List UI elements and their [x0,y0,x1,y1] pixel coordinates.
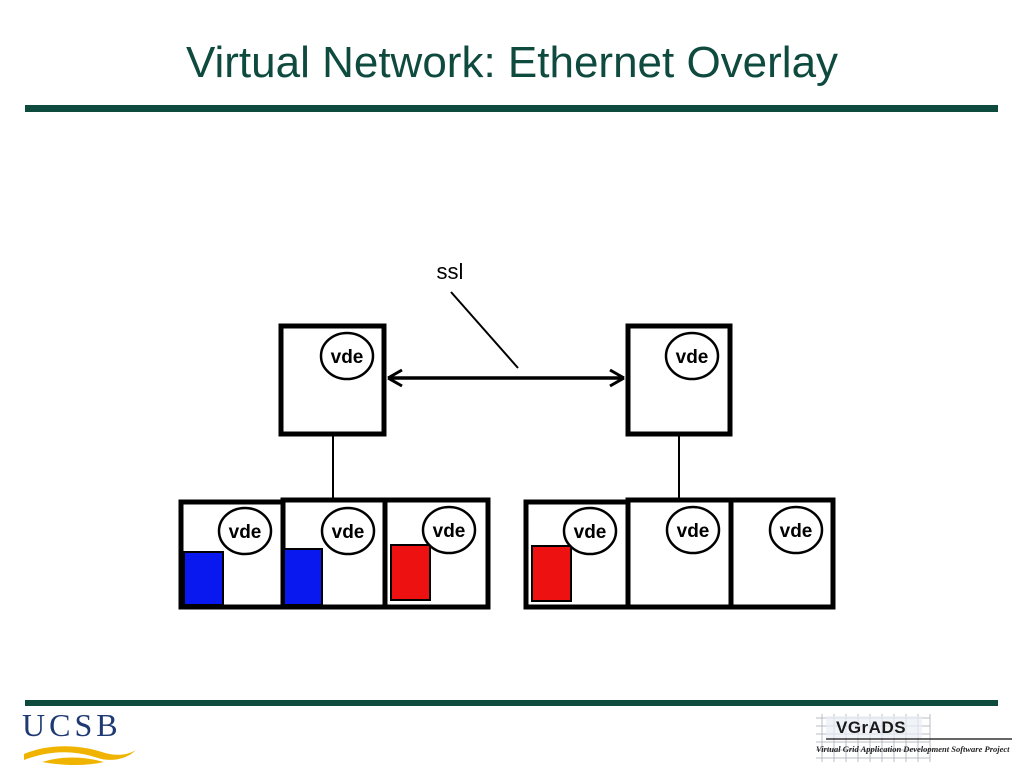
vde-node: vde [319,331,375,381]
slide-title: Virtual Network: Ethernet Overlay [185,38,839,87]
vde-node: vde [320,506,376,556]
vde-label: vde [676,347,709,368]
vde-label: vde [677,521,710,542]
red-vm-block [531,545,572,602]
title-divider [25,105,998,112]
vde-node: vde [217,506,273,556]
footer-divider [25,700,998,706]
vde-label: vde [332,522,365,543]
vde-label: vde [331,347,364,368]
vgrads-logo: VGrADS Virtual Grid Application Developm… [812,712,1018,764]
vgrads-tagline: Virtual Grid Application Development Sof… [816,744,1010,754]
vgrads-grid-icon [816,714,1012,762]
blue-vm-block [283,548,323,606]
ssl-pointer-line [450,291,519,369]
vde-node: vde [665,505,721,555]
blue-vm-block [183,551,224,606]
ucsb-logo: UCSB [22,708,142,766]
vde-node: vde [421,505,477,555]
vde-label: vde [780,521,813,542]
vde-label: vde [229,522,262,543]
ucsb-wave-icon [24,746,136,765]
ucsb-logo-text: UCSB [22,707,122,743]
vgrads-logo-text: VGrADS [836,718,907,737]
vde-node: vde [768,505,824,555]
ssl-label: ssl [437,259,464,284]
vde-node: vde [664,331,720,381]
vde-label: vde [574,522,607,543]
vde-node: vde [562,506,618,556]
red-vm-block [390,544,431,601]
vde-label: vde [433,521,466,542]
